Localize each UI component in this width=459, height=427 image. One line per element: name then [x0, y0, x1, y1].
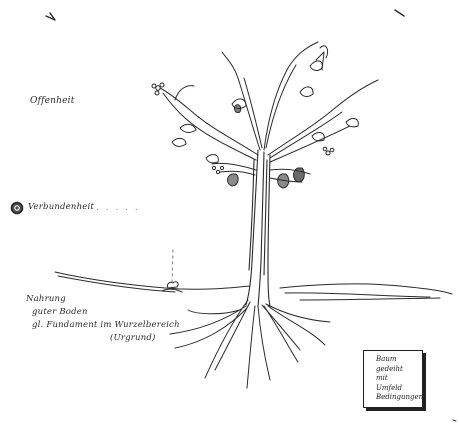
- label-urgrund: (Urgrund): [26, 332, 180, 345]
- corner-mark-bottom: [453, 420, 456, 421]
- sticky-note: Baum gedeiht mit Umfeld Bedingungen: [363, 350, 423, 408]
- label-fundament: gl. Fundament im Wurzelbereich: [26, 319, 180, 332]
- label-offenheit: Offenheit: [30, 96, 75, 106]
- tree-roots: [170, 300, 330, 388]
- corner-mark-left: [46, 13, 55, 20]
- corner-mark-right: [395, 10, 404, 16]
- label-nahrung-block: Nahrung guter Boden gl. Fundament im Wur…: [26, 293, 180, 345]
- tree-branches: [160, 42, 378, 182]
- label-verbundenheit: Verbundenheit: [28, 202, 94, 212]
- note-line: Bedingungen: [376, 393, 423, 403]
- sprout-icon: [162, 250, 182, 292]
- note-text: Baum gedeiht mit Umfeld Bedingungen: [376, 355, 423, 403]
- label-guter-boden: guter Boden: [26, 306, 180, 319]
- dotted-trail: . . . . .: [96, 203, 140, 213]
- note-line: gedeiht: [376, 365, 423, 375]
- note-line: mit: [376, 374, 423, 384]
- note-line: Baum: [376, 355, 423, 365]
- leaf-icons: [172, 46, 358, 163]
- spiral-icon: [12, 203, 23, 214]
- note-line: Umfeld: [376, 384, 423, 394]
- label-nahrung: Nahrung: [26, 293, 180, 306]
